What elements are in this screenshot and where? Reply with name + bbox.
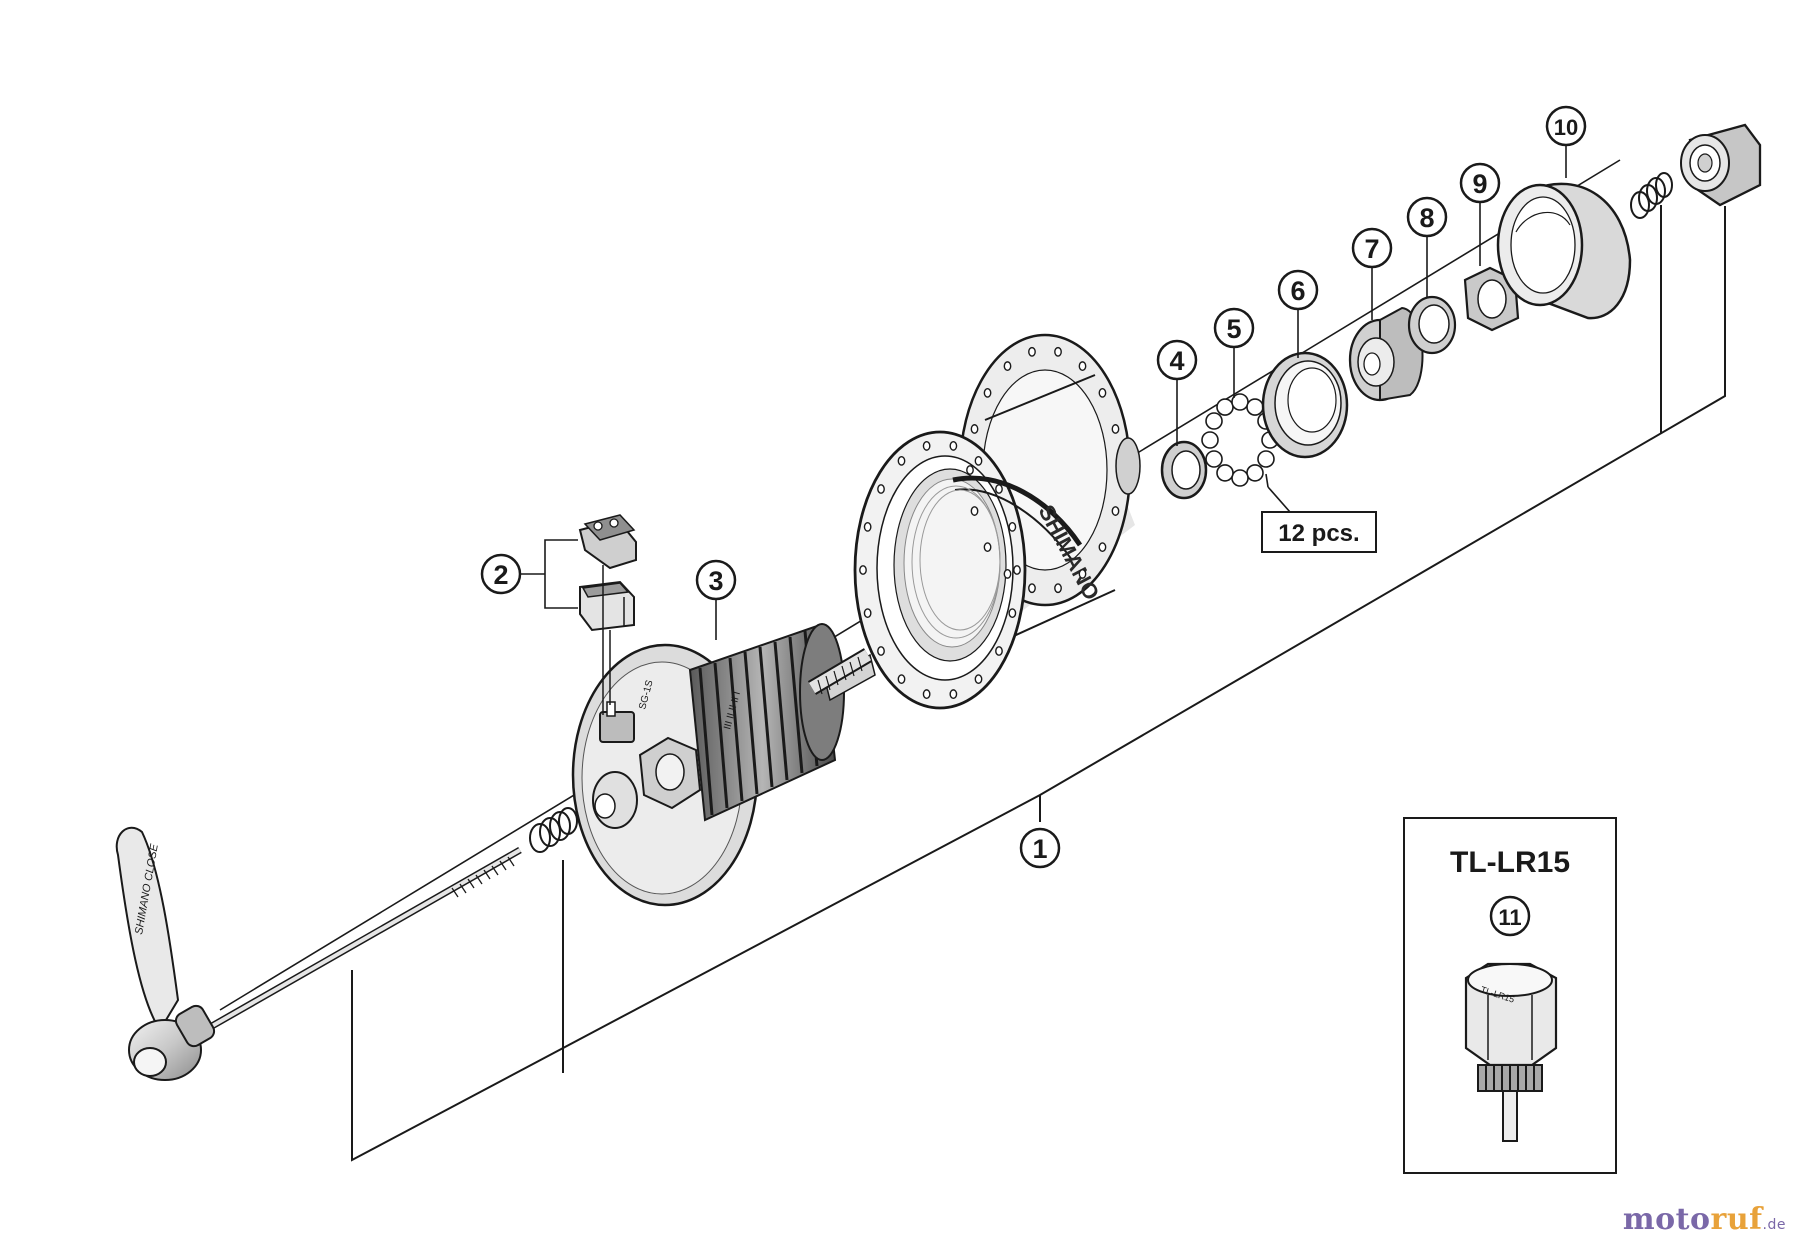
spoke-hole (922, 689, 931, 699)
spoke-hole (966, 465, 974, 475)
spoke-hole (863, 608, 872, 618)
callout-8: 8 (1406, 196, 1448, 238)
lockring-tool-icon: TL-LR15 (1464, 962, 1558, 1142)
hub-shell: SHIMANO (853, 333, 1141, 710)
spoke-hole (949, 689, 958, 699)
ball-bearing (1205, 412, 1223, 430)
callout-10-label: 10 (1554, 115, 1578, 140)
spoke-hole (1003, 361, 1012, 371)
spoke-hole (1028, 583, 1036, 594)
spoke-hole (1054, 583, 1062, 594)
ball-bearing (1246, 398, 1264, 416)
spoke-hole (983, 542, 992, 553)
spoke-hole (897, 674, 906, 685)
callout-8-label: 8 (1419, 203, 1434, 233)
shell-thread-rings (911, 485, 1001, 639)
callout-7-label: 7 (1364, 234, 1379, 264)
spoke-hole (1008, 608, 1017, 618)
callout-10: 10 (1545, 105, 1587, 147)
spoke-hole (863, 522, 872, 532)
ball-bearing (1231, 469, 1249, 487)
tool-box-title: TL-LR15 (1450, 846, 1570, 879)
callout-4-label: 4 (1169, 346, 1184, 376)
spoke-hole (877, 484, 885, 494)
callout-4: 4 (1156, 339, 1198, 381)
site-watermark: motoruf.de (1623, 1202, 1786, 1237)
cone-7 (1348, 306, 1424, 402)
spoke-hole (1098, 542, 1107, 553)
callout-7: 7 (1351, 227, 1393, 269)
callout-2-label: 2 (493, 560, 508, 590)
spoke-hole (1078, 569, 1087, 579)
dust-cap-6 (1261, 351, 1349, 459)
quick-release-skewer: SHIMANO CLOSE (115, 807, 578, 1081)
spoke-hole (970, 424, 979, 434)
watermark-suffix: .de (1762, 1217, 1786, 1233)
callout-5: 5 (1213, 307, 1255, 349)
spoke-hole (995, 646, 1003, 656)
end-cap-10 (1496, 182, 1632, 320)
skewer-thread (451, 856, 515, 898)
far-flange-spoke-holes (966, 346, 1124, 594)
spoke-hole (1111, 506, 1120, 516)
spoke-hole (922, 441, 931, 451)
callout-1: 1 (1019, 827, 1061, 869)
spoke-hole (1098, 387, 1107, 398)
spoke-hole (970, 506, 979, 516)
spoke-hole (859, 565, 867, 575)
callout-2: 2 (480, 553, 522, 595)
sprocket-driver-assembly: III II II II I SG-1S (571, 623, 876, 907)
callout-3-label: 3 (708, 566, 723, 596)
spoke-hole (983, 387, 992, 398)
right-cam-nut (1680, 123, 1762, 207)
quantity-note: 12 pcs. (1278, 520, 1359, 547)
skewer-spring (529, 807, 578, 853)
spoke-hole (1013, 565, 1021, 575)
spoke-hole (1008, 522, 1017, 532)
spoke-hole (974, 674, 983, 685)
spoke-hole (974, 455, 983, 466)
callout-11: 11 (1489, 895, 1531, 937)
near-flange-spoke-holes (859, 441, 1021, 699)
cassette-joint-lower (579, 580, 635, 632)
callout-9-label: 9 (1472, 169, 1487, 199)
spoke-hole (1111, 424, 1120, 434)
driver-axle-thread (807, 648, 876, 702)
ball-bearing (1201, 431, 1219, 449)
cassette-joint-parts (578, 514, 637, 715)
callout-5-label: 5 (1226, 314, 1241, 344)
ball-bearing (1216, 398, 1234, 416)
cassette-joint-upper (578, 514, 637, 570)
spoke-hole (897, 455, 906, 466)
tool-box: TL-LR15 TL-LR15 (1403, 817, 1617, 1174)
spoke-hole (1003, 569, 1012, 579)
callout-6: 6 (1277, 269, 1319, 311)
spoke-hole (877, 646, 885, 656)
spoke-hole (1054, 346, 1062, 357)
spoke-hole (1078, 361, 1087, 371)
ball-bearing (1257, 450, 1275, 468)
callout-11-label: 11 (1498, 905, 1521, 930)
callout-1-label: 1 (1032, 834, 1047, 864)
ball-bearing (1216, 464, 1234, 482)
right-spring (1630, 172, 1673, 219)
ball-bearing (1246, 464, 1264, 482)
spoke-hole (995, 484, 1003, 494)
watermark-part1: moto (1622, 1202, 1711, 1237)
spoke-hole (949, 441, 958, 451)
callout-6-label: 6 (1290, 276, 1305, 306)
hub-assembly-bracket (351, 205, 1726, 1162)
callout-3: 3 (695, 559, 737, 601)
lock-nut-9 (1463, 266, 1520, 332)
ball-bearing (1205, 450, 1223, 468)
bearing-ring-4 (1160, 440, 1208, 500)
callout-9: 9 (1459, 162, 1501, 204)
watermark-part2: ruf (1710, 1202, 1763, 1237)
quantity-note-box: 12 pcs. (1261, 511, 1377, 553)
washer-8 (1407, 295, 1457, 355)
spoke-hole (1028, 346, 1036, 357)
